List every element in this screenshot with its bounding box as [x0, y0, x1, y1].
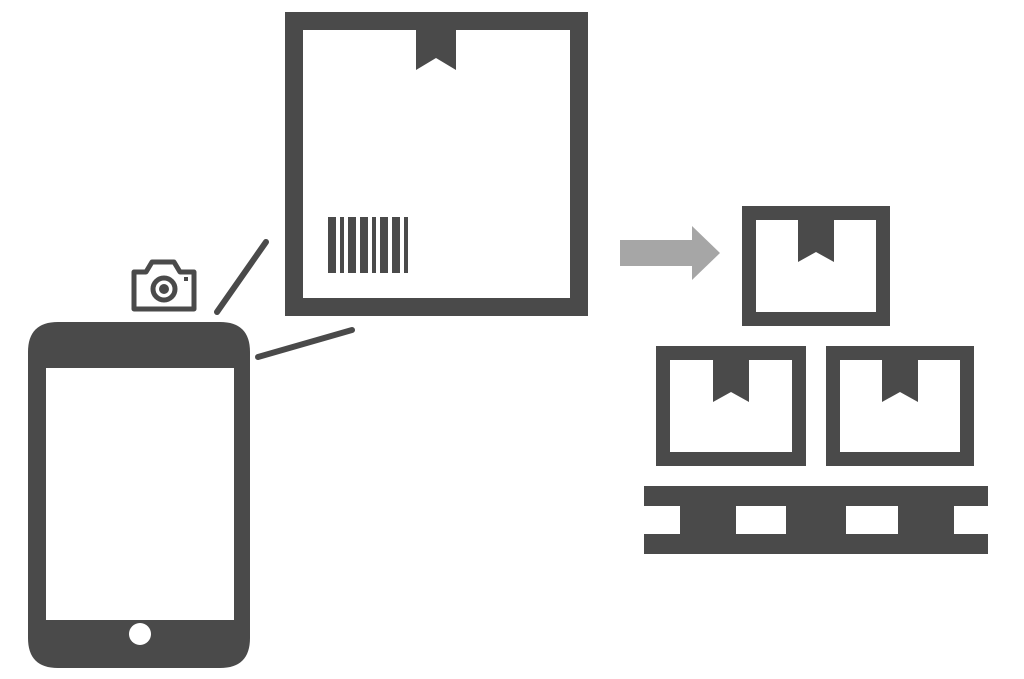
tablet-icon — [28, 322, 250, 668]
box-tape-icon — [416, 28, 456, 70]
package-box-icon — [285, 12, 588, 316]
barcode-bar — [348, 217, 356, 273]
barcode-bar — [380, 217, 388, 273]
box-bottom-left — [656, 346, 806, 466]
barcode-bar — [392, 217, 400, 273]
box-top — [742, 206, 890, 326]
barcode-bar — [404, 217, 408, 273]
box-bottom-right — [826, 346, 974, 466]
scan-beam-lines — [214, 239, 355, 360]
barcode-bar — [328, 217, 336, 273]
barcode-bar — [372, 217, 376, 273]
camera-icon — [131, 259, 197, 312]
home-button-icon — [129, 623, 151, 645]
arrow-right-icon — [620, 226, 720, 280]
pallet-icon — [644, 486, 988, 554]
stacked-boxes-on-pallet-icon — [644, 206, 988, 554]
barcode-icon — [328, 217, 408, 273]
barcode-bar — [360, 217, 368, 273]
barcode-bar — [340, 217, 344, 273]
